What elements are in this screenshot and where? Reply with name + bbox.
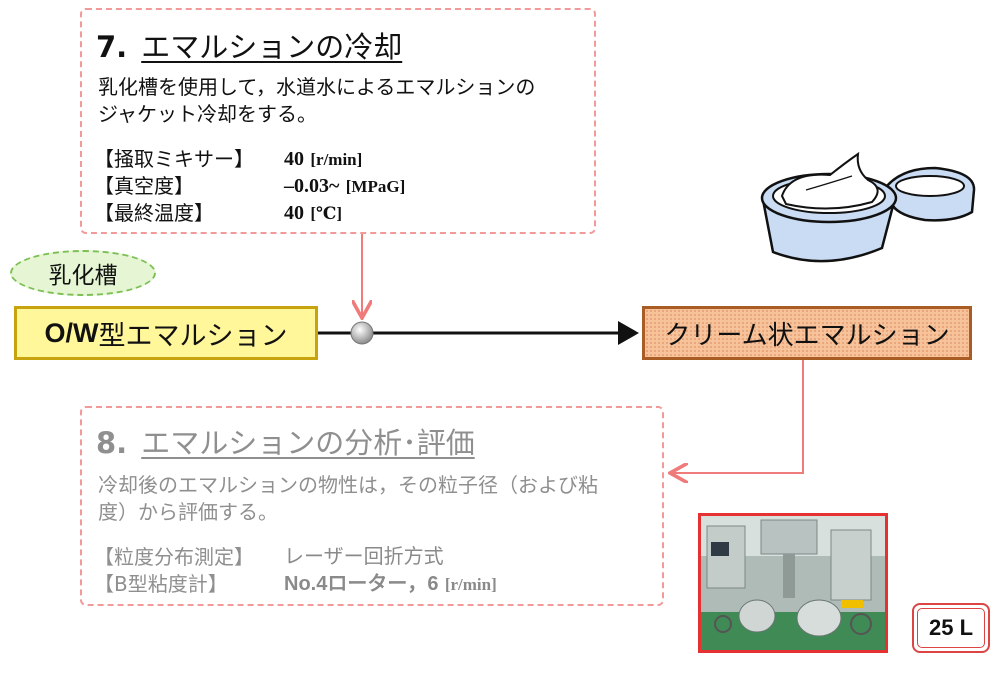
ow-label-text: 型エマルション: [98, 320, 288, 352]
equipment-illustration: [701, 516, 885, 650]
description-line: 度）から評価する。: [98, 500, 278, 524]
spec-label: 【B型粘度計】: [94, 572, 228, 596]
spec-unit: [℃]: [310, 204, 343, 223]
spec-value: 40: [284, 148, 304, 170]
description-line: ジャケット冷却をする。: [98, 102, 317, 126]
spec-label: 【真空度】: [94, 174, 194, 198]
cooling-description: 乳化槽を使用して，水道水によるエマルションの ジャケット冷却をする。: [98, 74, 535, 128]
cream-emulsion-box: クリーム状エマルション: [642, 306, 972, 360]
spec-value: No.4ローター，6: [284, 573, 439, 595]
cooling-step-title: 7. エマルションの冷却: [96, 24, 402, 66]
step-title-text: エマルションの冷却: [141, 30, 403, 64]
spec-unit: [r/min]: [310, 150, 363, 169]
junction-dot: [350, 321, 374, 345]
spec-value: –0.03~: [284, 175, 340, 197]
description-line: 乳化槽を使用して，水道水によるエマルションの: [98, 75, 536, 99]
spec-label: 【粒度分布測定】: [94, 545, 254, 569]
spec-row: 【粒度分布測定】 レーザー回折方式: [94, 544, 497, 571]
analysis-step-panel: 8. エマルションの分析･評価 冷却後のエマルションの物性は，その粒子径（および粘…: [80, 406, 664, 606]
spec-label: 【掻取ミキサー】: [94, 147, 254, 171]
volume-badge: 25 L: [912, 603, 990, 653]
spec-row: 【最終温度】 40 [℃]: [94, 200, 405, 227]
ow-label-bold: O/W: [44, 317, 99, 348]
emulsifier-equipment-photo: [698, 513, 888, 653]
spec-unit: [r/min]: [444, 575, 497, 594]
spec-row: 【真空度】 –0.03~ [MPaG]: [94, 173, 405, 200]
cooling-specs: 【掻取ミキサー】 40 [r/min] 【真空度】 –0.03~ [MPaG] …: [94, 146, 405, 227]
evaluation-connector: [672, 360, 804, 473]
step-number: 8.: [96, 426, 128, 460]
analysis-step-title: 8. エマルションの分析･評価: [96, 420, 475, 462]
emulsification-tank-label: 乳化槽: [10, 250, 156, 296]
analysis-specs: 【粒度分布測定】 レーザー回折方式 【B型粘度計】 No.4ローター，6 [r/…: [94, 544, 497, 598]
step-number: 7.: [96, 30, 128, 64]
step-title-text: エマルションの分析･評価: [141, 426, 475, 460]
volume-text: 25 L: [928, 615, 974, 640]
spec-label: 【最終温度】: [94, 201, 214, 225]
description-line: 冷却後のエマルションの物性は，その粒子径（および粘: [98, 473, 598, 497]
spec-unit: [MPaG]: [345, 177, 406, 196]
spec-value: レーザー回折方式: [284, 546, 444, 568]
spec-row: 【B型粘度計】 No.4ローター，6 [r/min]: [94, 571, 497, 598]
spec-row: 【掻取ミキサー】 40 [r/min]: [94, 146, 405, 173]
spec-value: 40: [284, 202, 304, 224]
analysis-description: 冷却後のエマルションの物性は，その粒子径（および粘 度）から評価する。: [98, 472, 598, 526]
cooling-step-panel: 7. エマルションの冷却 乳化槽を使用して，水道水によるエマルションの ジャケット…: [80, 8, 596, 234]
